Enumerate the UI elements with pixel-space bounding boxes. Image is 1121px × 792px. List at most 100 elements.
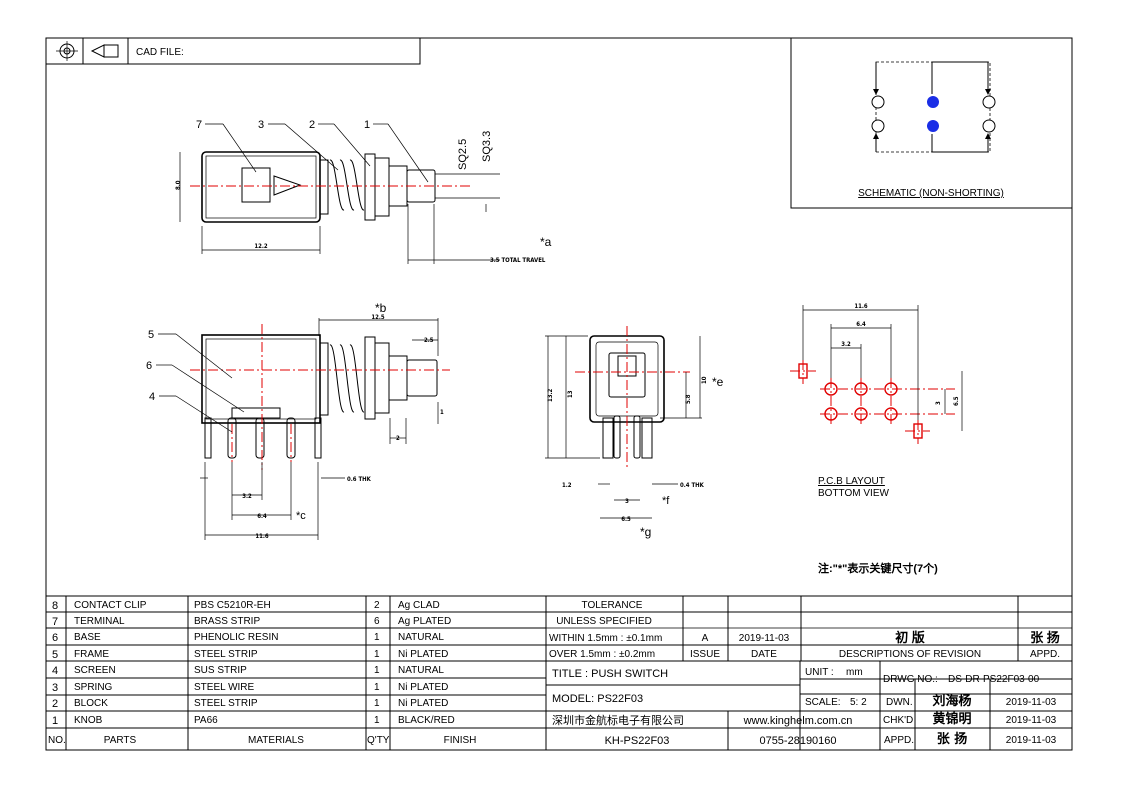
table-cell: SUS STRIP <box>194 665 247 676</box>
common-terminal <box>927 96 939 108</box>
table-cell: 4 <box>52 665 58 677</box>
pcb-layout-subtitle: BOTTOM VIEW <box>818 488 889 499</box>
table-cell: PARTS <box>104 735 137 746</box>
table-cell: PHENOLIC RESIN <box>194 632 278 643</box>
table-cell: A <box>702 633 709 644</box>
projection-symbol-icon <box>56 41 119 61</box>
table-cell: Q'TY <box>367 735 390 746</box>
table-row: 8 CONTACT CLIP PBS C5210R-EH 2 Ag CLAD <box>52 600 440 612</box>
callout-5: 5 <box>148 329 154 341</box>
title-block-grid <box>46 595 1072 750</box>
table-cell: Ag CLAD <box>398 600 440 611</box>
table-cell: 初 版 <box>895 630 925 645</box>
contact-terminal <box>871 119 885 133</box>
table-cell: 2019-11-03 <box>1006 715 1057 726</box>
table-cell: APPD. <box>1030 649 1060 660</box>
dim-star-f: *f <box>662 495 670 507</box>
callout-2: 2 <box>309 119 315 131</box>
cad-file-label: CAD FILE: <box>136 47 184 58</box>
table-cell: NATURAL <box>398 632 444 643</box>
table-cell: DWN. <box>886 697 913 708</box>
contact-terminal <box>871 95 885 109</box>
dim-3-2: 3.2 <box>242 493 252 500</box>
table-cell: BLACK/RED <box>398 715 455 726</box>
dim-star-b: *b <box>375 301 387 315</box>
table-cell: 8 <box>52 600 58 612</box>
callout-1: 1 <box>364 119 370 131</box>
table-cell: CHK'D <box>883 715 913 726</box>
table-cell: 1 <box>52 715 58 727</box>
dim-1: 1 <box>440 409 444 416</box>
table-row: 5 FRAME STEEL STRIP 1 Ni PLATED <box>52 649 448 661</box>
dim-3: 3 <box>625 498 629 505</box>
table-cell: ISSUE <box>690 649 720 660</box>
table-cell: BRASS STRIP <box>194 616 260 627</box>
table-cell: DRWG NO.: <box>883 674 938 685</box>
dim-1-2: 1.2 <box>562 482 572 489</box>
pcb-dim-6-4: 6.4 <box>856 321 866 328</box>
table-cell: Ag PLATED <box>398 616 451 627</box>
dim-6-5: 6.5 <box>621 516 631 523</box>
contact-terminal <box>982 95 996 109</box>
table-cell: UNLESS SPECIFIED <box>556 616 652 627</box>
dim-6-4: 6.4 <box>257 513 267 520</box>
title-block: TITLE : PUSH SWITCH MODEL: PS22F03 深圳市金航… <box>552 667 1057 747</box>
schematic-caption: SCHEMATIC (NON-SHORTING) <box>858 188 1004 199</box>
table-cell: 张 扬 <box>937 731 968 747</box>
table-row: 3 SPRING STEEL WIRE 1 Ni PLATED <box>52 682 448 694</box>
table-cell: 2019-11-03 <box>739 633 790 644</box>
table-cell: DESCRIPTIONS OF REVISION <box>839 649 981 660</box>
phone-number: 0755-28190160 <box>759 735 836 747</box>
table-cell: 7 <box>52 616 58 628</box>
table-cell: 1 <box>374 632 380 643</box>
pcb-dim-3: 3 <box>935 401 942 405</box>
dim-13-2: 13.2 <box>547 388 554 402</box>
table-row: 4 SCREEN SUS STRIP 1 NATURAL <box>52 665 444 677</box>
table-cell: SPRING <box>74 682 113 693</box>
table-cell: KNOB <box>74 715 103 726</box>
schematic-panel: SCHEMATIC (NON-SHORTING) <box>790 37 1073 209</box>
dim-12-2: 12.2 <box>254 243 268 250</box>
model-number: MODEL: PS22F03 <box>552 693 643 705</box>
pcb-dim-3-2: 3.2 <box>841 341 851 348</box>
key-dimension-note: 注:"*"表示关键尺寸(7个) <box>818 561 938 575</box>
callout-6: 6 <box>146 360 152 372</box>
table-cell: 黄锦明 <box>932 711 971 727</box>
table-cell: SCREEN <box>74 665 116 676</box>
table-cell: APPD. <box>884 735 914 746</box>
table-cell: DS-DR-PS22F03-00 <box>948 674 1040 685</box>
cad-header: CAD FILE: <box>45 37 421 65</box>
dim-star-a: *a <box>540 235 552 249</box>
table-cell: UNIT : <box>805 667 834 678</box>
pcb-dim-11-6: 11.6 <box>854 303 868 310</box>
dim-13: 13 <box>567 390 574 398</box>
table-cell: 2 <box>374 600 380 611</box>
table-cell: STEEL STRIP <box>194 698 258 709</box>
table-row: 2 BLOCK STEEL STRIP 1 Ni PLATED <box>52 698 448 710</box>
dim-5-8: 5.8 <box>685 394 692 404</box>
table-cell: DATE <box>751 649 777 660</box>
table-cell: 3 <box>52 682 58 694</box>
table-cell: PA66 <box>194 715 218 726</box>
dim-travel: 3.5 TOTAL TRAVEL <box>490 257 546 264</box>
table-cell: 1 <box>374 715 380 726</box>
dim-2: 2 <box>396 435 400 442</box>
pcb-layout-title: P.C.B LAYOUT <box>818 476 885 487</box>
pcb-layout: 11.6 6.4 3.2 3 6.5 P.C.B LAYOUT BOTTOM V… <box>790 303 963 499</box>
table-cell: BASE <box>74 632 101 643</box>
dim-11-6: 11.6 <box>255 533 269 540</box>
tolerance-block: TOLERANCE UNLESS SPECIFIED WITHIN 1.5mm … <box>549 600 662 660</box>
table-cell: SCALE: <box>805 697 841 708</box>
dim-0-6-thk: 0.6 THK <box>347 476 372 483</box>
dim-sq25: SQ2.5 <box>457 139 469 170</box>
table-cell: FINISH <box>444 735 477 746</box>
revision-block: A 2019-11-03 初 版 张 扬 ISSUE DATE DESCRIPT… <box>690 630 1060 660</box>
dim-star-e: *e <box>712 375 724 389</box>
drawing-title: TITLE : PUSH SWITCH <box>552 668 668 680</box>
table-cell: NO. <box>48 735 66 746</box>
top-view: SQ2.5 SQ3.3 8.0 12.2 3.5 TOTAL TRAVEL *a… <box>175 119 552 264</box>
table-cell: 1 <box>374 649 380 660</box>
table-cell: 刘海杨 <box>932 693 971 709</box>
table-row: 1 KNOB PA66 1 BLACK/RED <box>52 715 455 727</box>
